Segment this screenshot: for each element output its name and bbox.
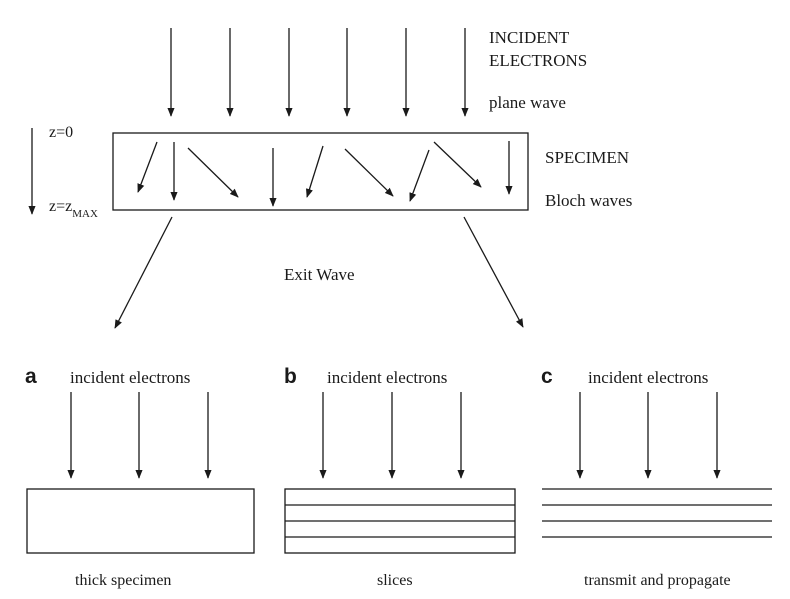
specimen-box	[112, 132, 529, 211]
thick-specimen-box	[26, 488, 255, 554]
incident-electrons-line1: INCIDENT	[489, 28, 570, 47]
panel-a: a incident electrons thick specimen	[25, 365, 255, 589]
panel-letter: a	[25, 365, 37, 388]
specimen-label: SPECIMEN	[545, 148, 629, 167]
panel-header: incident electrons	[588, 368, 708, 387]
z-end-label: z=zMAX	[49, 198, 98, 220]
panel-c: c incident electrons transmit and propag…	[541, 365, 772, 589]
panel-letter: b	[284, 365, 297, 388]
z-start-label: z=0	[49, 124, 73, 141]
panel-caption: thick specimen	[75, 572, 171, 589]
bloch-arrow	[187, 147, 239, 198]
incident-arrows	[167, 28, 469, 117]
panel-letter: c	[541, 365, 553, 388]
bloch-wave-arrows	[137, 141, 513, 207]
bloch-arrow	[137, 141, 158, 193]
bloch-arrow	[409, 149, 430, 202]
bloch-arrow	[344, 148, 394, 197]
panel-header: incident electrons	[70, 368, 190, 387]
exit-arrow-right	[463, 216, 524, 328]
bloch-arrow	[433, 141, 482, 188]
plane-wave-label: plane wave	[489, 93, 566, 112]
panel-b: b incident electrons slices	[284, 365, 516, 589]
panel-caption: transmit and propagate	[584, 572, 731, 589]
exit-arrow-left	[114, 216, 173, 329]
bloch-waves-label: Bloch waves	[545, 191, 632, 210]
incident-electrons-line2: ELECTRONS	[489, 51, 587, 70]
exit-wave-label: Exit Wave	[284, 265, 355, 284]
bloch-arrow	[305, 145, 324, 198]
panel-caption: slices	[377, 572, 413, 589]
panel-header: incident electrons	[327, 368, 447, 387]
